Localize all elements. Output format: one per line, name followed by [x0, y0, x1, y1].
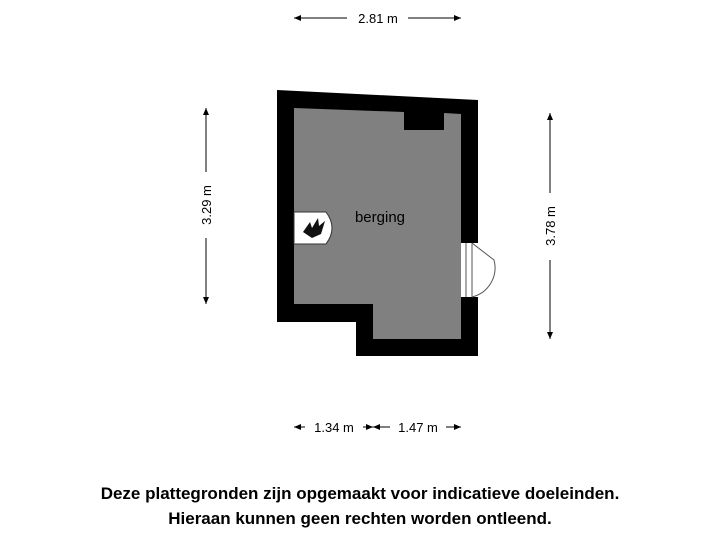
boiler-icon [293, 211, 333, 245]
door-opening [461, 243, 478, 297]
door-swing [471, 242, 496, 298]
bottom-left-dimension-label: 1.34 m [314, 420, 354, 435]
disclaimer-line-1: Deze plattegronden zijn opgemaakt voor i… [100, 484, 620, 503]
right-dimension-label: 3.78 m [543, 206, 558, 246]
right-dimension: 3.78 m [543, 113, 558, 339]
left-dimension-label: 3.29 m [199, 185, 214, 225]
top-dimension: 2.81 m [294, 11, 461, 26]
room-floor [294, 108, 461, 339]
bottom-right-dimension-label: 1.47 m [398, 420, 438, 435]
bottom-dimension: 1.34 m 1.47 m [294, 420, 461, 435]
left-dimension: 3.29 m [199, 108, 214, 304]
room-label: berging [355, 209, 405, 226]
top-dimension-label: 2.81 m [358, 11, 398, 26]
disclaimer-line-2: Hieraan kunnen geen rechten worden ontle… [168, 509, 552, 528]
